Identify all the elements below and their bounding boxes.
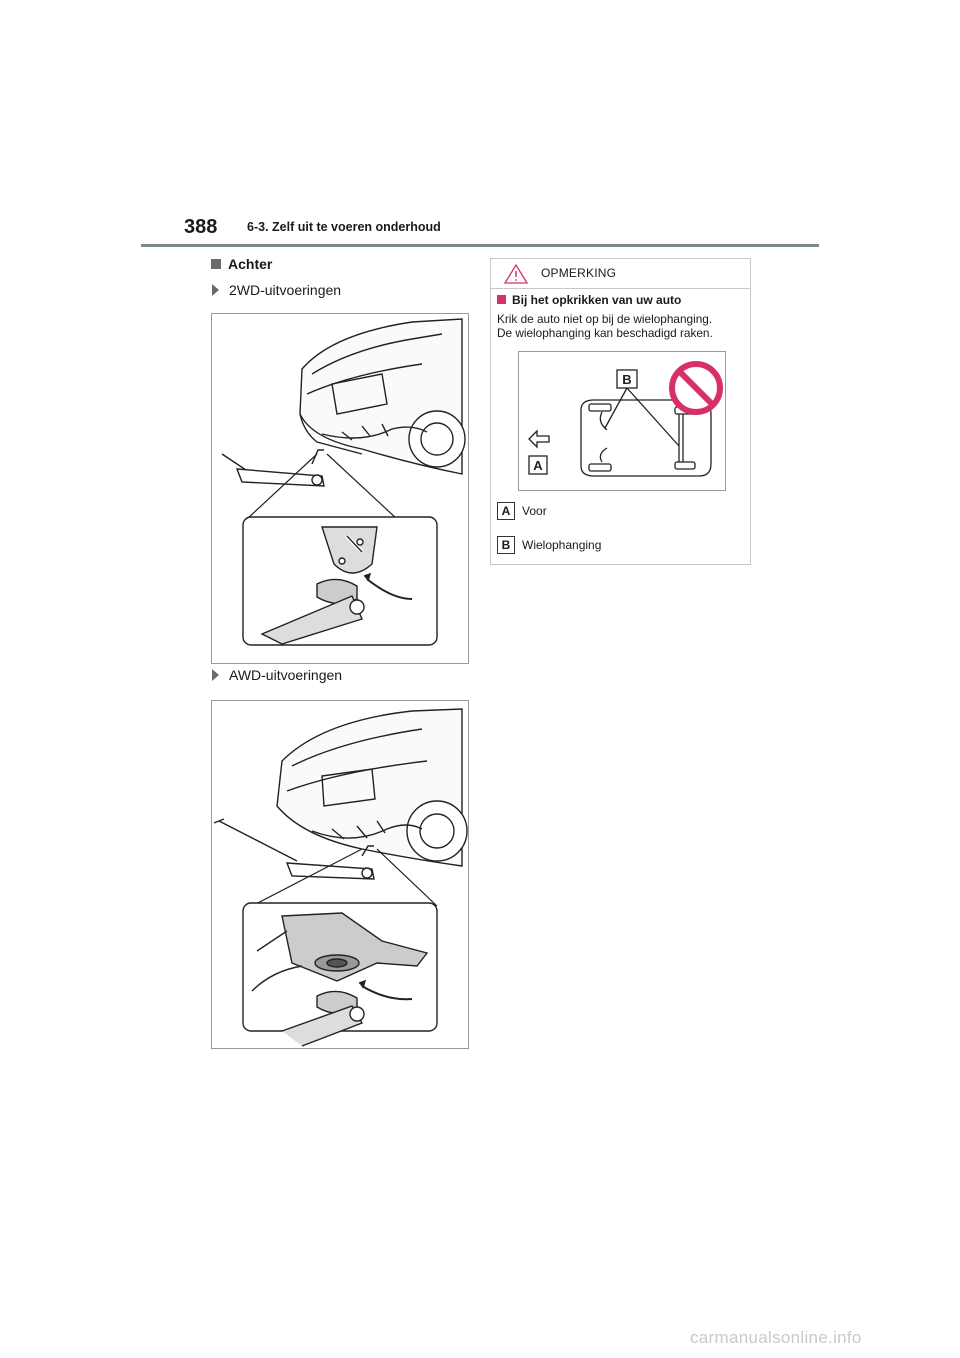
legend-key-b: B xyxy=(497,536,515,554)
figure-awd-jack-point xyxy=(211,700,469,1049)
pink-square-bullet-icon xyxy=(497,295,506,305)
warning-triangle-icon xyxy=(504,264,528,284)
bullet-awd-label: AWD-uitvoeringen xyxy=(229,667,343,683)
bullet-2wd: 2WD-uitvoeringen xyxy=(212,282,341,298)
legend-key-a: A xyxy=(497,502,515,520)
notice-label: OPMERKING xyxy=(541,266,617,280)
chapter-title: 6-3. Zelf uit te voeren onderhoud xyxy=(247,220,441,234)
legend-item-suspension: B Wielophanging xyxy=(497,536,601,554)
legend-item-front: A Voor xyxy=(497,502,547,520)
notice-subtitle-text: Bij het opkrikken van uw auto xyxy=(512,293,682,307)
notice-body-line-1: Krik de auto niet op bij de wielophangin… xyxy=(497,312,713,326)
bullet-awd: AWD-uitvoeringen xyxy=(212,667,342,683)
notice-body: Krik de auto niet op bij de wielophangin… xyxy=(497,312,745,340)
notice-subtitle: Bij het opkrikken van uw auto xyxy=(497,293,681,307)
square-bullet-icon xyxy=(211,259,221,270)
notice-header: OPMERKING xyxy=(491,259,750,289)
legend-text-suspension: Wielophanging xyxy=(522,538,602,552)
bullet-2wd-label: 2WD-uitvoeringen xyxy=(229,282,342,298)
header-divider xyxy=(141,244,819,247)
figure-label-b: B xyxy=(622,372,631,387)
section-title-text: Achter xyxy=(228,256,273,272)
notice-box: OPMERKING Bij het opkrikken van uw auto … xyxy=(490,258,751,565)
triangle-bullet-icon xyxy=(212,284,219,297)
triangle-bullet-icon xyxy=(212,669,219,682)
page-number: 388 xyxy=(184,216,218,238)
figure-label-a: A xyxy=(533,458,543,473)
watermark: carmanualsonline.info xyxy=(690,1328,862,1347)
suspension-diagram: A B xyxy=(518,351,726,491)
figure-2wd-jack-point xyxy=(211,313,469,664)
legend-text-front: Voor xyxy=(522,504,547,518)
section-title: Achter xyxy=(211,256,272,272)
notice-body-line-2: De wielophanging kan beschadigd raken. xyxy=(497,326,713,340)
